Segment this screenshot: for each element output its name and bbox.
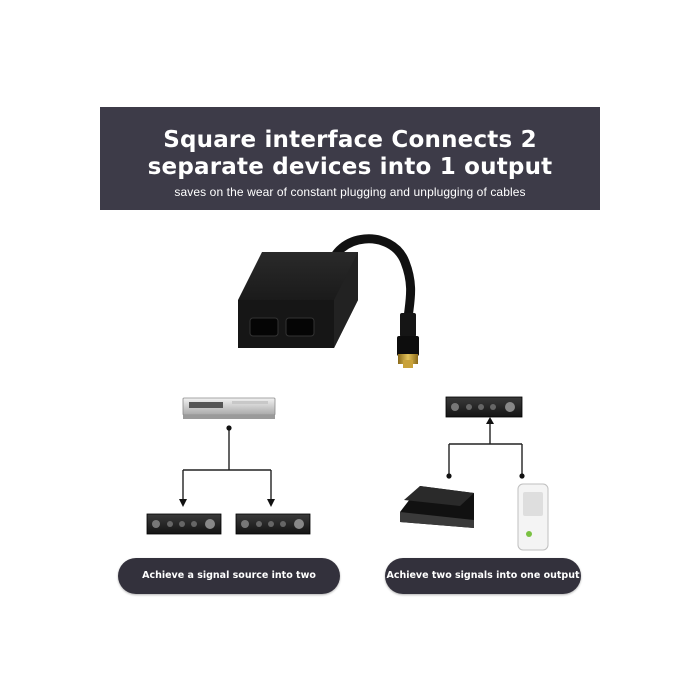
game-console-black xyxy=(400,486,474,528)
headline-subtitle: saves on the wear of constant plugging a… xyxy=(174,185,526,199)
amplifier-left-1 xyxy=(146,513,222,535)
headline-line-1: Square interface Connects 2 xyxy=(163,127,537,153)
dvd-player-device xyxy=(182,397,276,419)
headline-line-2: separate devices into 1 output xyxy=(147,154,553,180)
amplifier-right xyxy=(445,396,523,418)
amplifier-left-2 xyxy=(235,513,311,535)
game-console-white xyxy=(517,483,549,551)
optical-splitter-adapter xyxy=(238,234,419,368)
caption-right: Achieve two signals into one output xyxy=(385,558,581,594)
caption-left: Achieve a signal source into two amplifi… xyxy=(118,558,340,617)
header-banner: Square interface Connects 2 separate dev… xyxy=(100,107,600,210)
